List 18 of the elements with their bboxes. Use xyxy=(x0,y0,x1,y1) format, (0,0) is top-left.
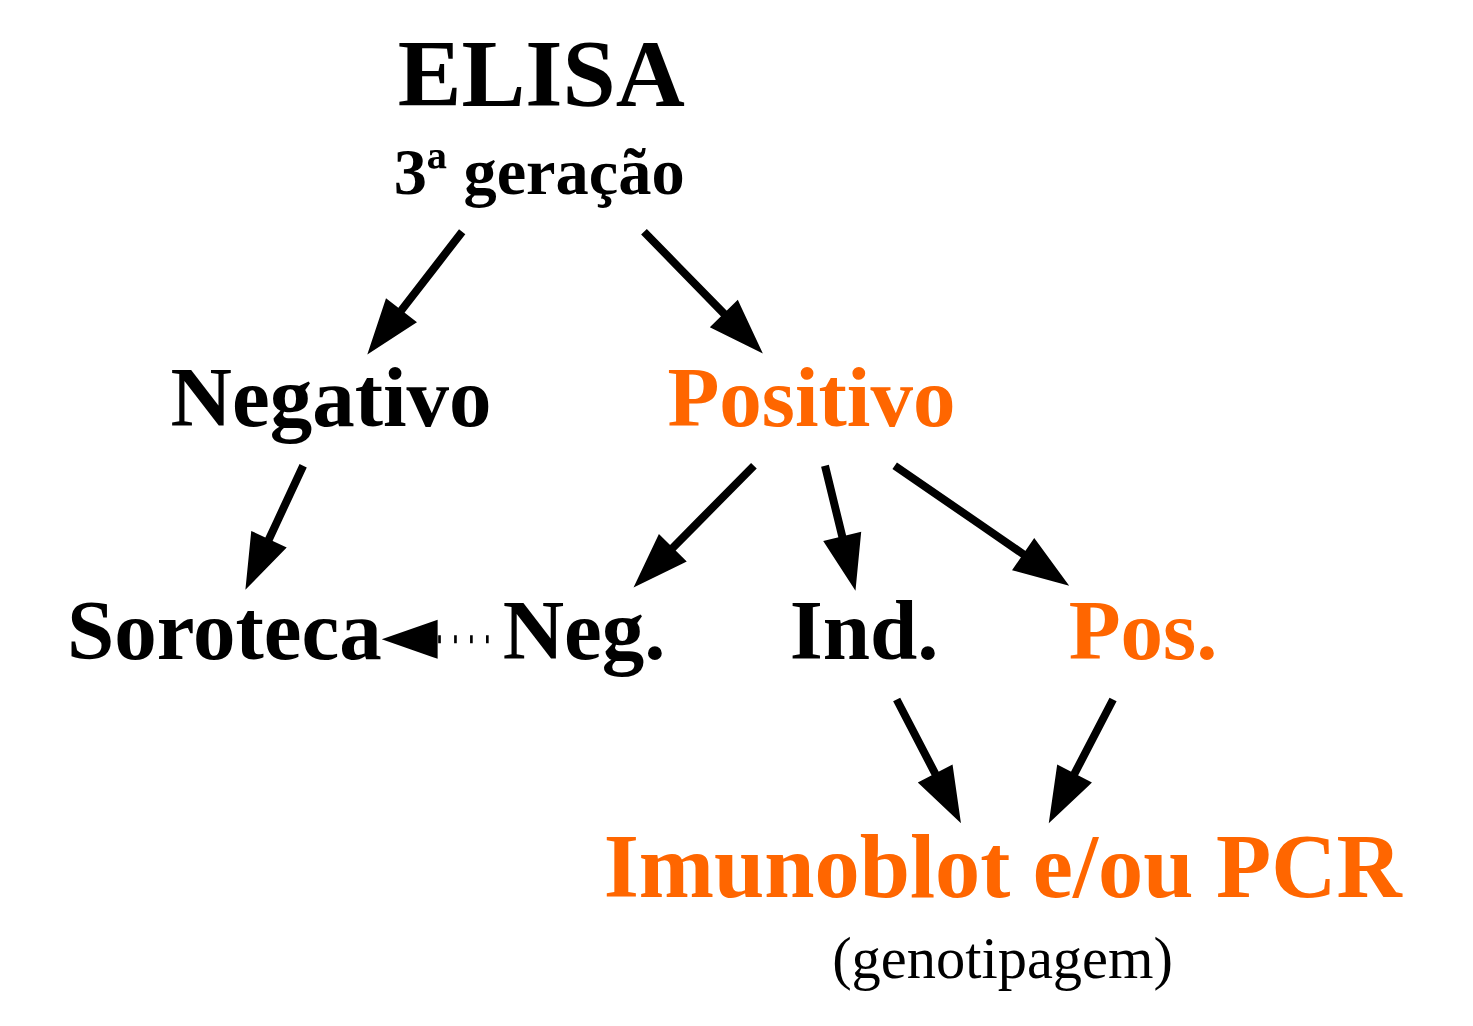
arrow xyxy=(381,619,489,659)
arrow xyxy=(893,697,961,824)
arrow xyxy=(1048,697,1117,824)
node-text: Positivo xyxy=(667,349,956,444)
arrow xyxy=(633,462,757,588)
node-text: Negativo xyxy=(170,349,492,444)
node-text: Imunoblot e/ou PCR xyxy=(603,816,1402,918)
arrow xyxy=(892,462,1070,586)
node-text: Neg. xyxy=(502,583,666,678)
arrow xyxy=(641,228,763,354)
node-text: Soroteca xyxy=(66,583,382,678)
node-text: Ind. xyxy=(789,583,939,678)
arrow xyxy=(367,229,466,355)
node-text: ELISA 3ª geração xyxy=(393,20,685,209)
node-label: (genotipagem) xyxy=(832,926,1173,992)
arrow xyxy=(245,464,307,590)
arrow xyxy=(821,464,862,591)
node-text: Pos. xyxy=(1068,583,1218,678)
